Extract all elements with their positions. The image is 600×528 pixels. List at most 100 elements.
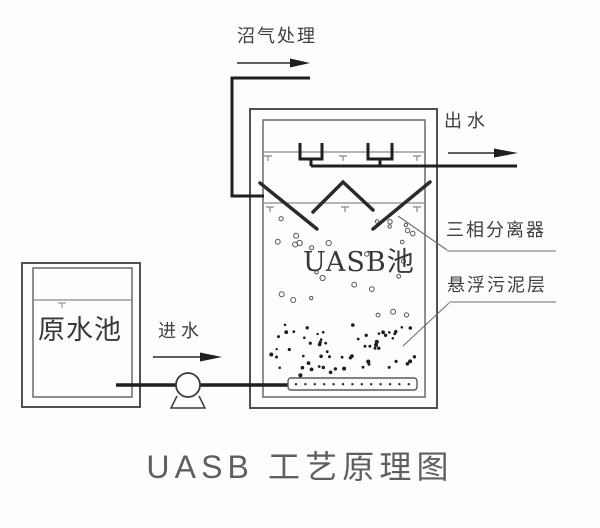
sludge-dot [321, 330, 325, 334]
separator-middle-hood [311, 179, 375, 214]
raw-water-tank-inner-wall [32, 267, 133, 398]
sludge-dot [278, 291, 285, 298]
effluent-arrow [448, 148, 518, 158]
sludge-dot [306, 361, 311, 365]
biogas-label: 沼气处理 [237, 26, 317, 46]
sludge-dot [309, 295, 314, 301]
sludge-dot [298, 373, 303, 378]
raw-water-level-mark [58, 302, 66, 308]
sludge-dot [368, 344, 372, 348]
uasb-tank-outer-wall [249, 108, 438, 409]
sludge-dot [274, 238, 281, 245]
sludge-dot [374, 339, 379, 344]
sludge-dot [292, 241, 299, 248]
sludge-dot [314, 270, 319, 275]
sludge-dot [366, 359, 371, 364]
sludge-dot [342, 366, 347, 371]
distributor-hole [398, 383, 401, 386]
sludge-dot [283, 323, 287, 327]
sludge-dot [394, 359, 398, 363]
sludge-dot [409, 230, 416, 237]
sludge-label-leader [402, 301, 556, 347]
sludge-dot [319, 274, 326, 282]
sludge-dot [275, 348, 278, 351]
water-level-marks [264, 155, 421, 212]
sludge-dot [377, 346, 381, 350]
sludge-dot [275, 355, 278, 359]
distributor-hole [323, 383, 326, 386]
distributor-hole [313, 383, 316, 386]
separator-left-deflector [258, 181, 319, 231]
sludge-dot [305, 326, 309, 330]
sludge-dot [388, 331, 391, 334]
raw-water-tank-label: 原水池 [38, 315, 122, 345]
distributor-hole [341, 383, 345, 386]
sludge-dot [373, 346, 377, 350]
sludge-dot [364, 333, 368, 337]
sludge-dot [333, 367, 338, 371]
sludge-dot [405, 362, 410, 366]
sludge-dot [356, 337, 360, 341]
sludge-dot [317, 365, 321, 368]
distributor-hole [332, 383, 335, 386]
diagram-title: UASB 工艺原理图 [146, 449, 454, 485]
sludge-dot [387, 219, 393, 225]
sludge-dot [408, 359, 413, 364]
sludge-dot [350, 354, 354, 358]
sludge-dot [412, 355, 417, 359]
sludge-dot [309, 245, 315, 251]
sludge-dot [403, 222, 409, 228]
effluent-label: 出水 [444, 111, 490, 131]
sludge-dot [324, 341, 328, 345]
sludge-dots [269, 216, 417, 378]
separator-label-leader [397, 215, 556, 252]
sludge-dot [364, 251, 370, 257]
sludge-dot [325, 350, 329, 354]
sludge-dot [404, 227, 411, 234]
sludge-dot [328, 355, 331, 359]
sludge-dot [383, 333, 388, 337]
biogas-arrow [237, 58, 310, 68]
sludge-dot [387, 365, 391, 369]
distributor-hole [370, 383, 373, 386]
sludge-dot [387, 224, 392, 229]
sludge-dot [363, 344, 367, 348]
sludge-dot [277, 335, 280, 339]
sludge-dot [340, 355, 344, 359]
sludge-dot [293, 232, 300, 239]
sludge-dot [328, 370, 333, 375]
effluent-weir-left [298, 143, 324, 161]
influent-label: 进水 [158, 321, 204, 341]
sludge-dot [318, 340, 322, 344]
sludge-dot [368, 286, 375, 293]
sludge-dot [269, 352, 274, 357]
distributor-hole [360, 383, 363, 386]
sludge-dot [278, 216, 284, 222]
distributor-hole [294, 383, 298, 386]
sludge-dot [321, 365, 325, 370]
sludge-dot [303, 336, 306, 340]
sludge-dot [317, 342, 322, 347]
sludge-dot [381, 330, 385, 335]
separator-label: 三相分离器 [446, 220, 546, 240]
sludge-dot [399, 239, 405, 245]
sludge-dot [287, 347, 291, 352]
sludge-dot [396, 273, 402, 279]
sludge-dot [278, 366, 282, 370]
pump-base [169, 395, 207, 409]
sludge-dot [400, 258, 407, 264]
sludge-dot [367, 362, 371, 366]
sludge-dot [302, 354, 305, 358]
sludge-dot [403, 312, 410, 318]
sludge-dot [351, 323, 355, 327]
sludge-dot [319, 354, 323, 359]
separator-right-deflector [371, 180, 432, 231]
sludge-dot [361, 365, 365, 369]
sludge-dot [374, 343, 378, 347]
sludge-dot [325, 240, 332, 247]
biogas-pipe [230, 76, 310, 198]
sludge-dot [308, 341, 312, 345]
sludge-dot [290, 297, 297, 303]
